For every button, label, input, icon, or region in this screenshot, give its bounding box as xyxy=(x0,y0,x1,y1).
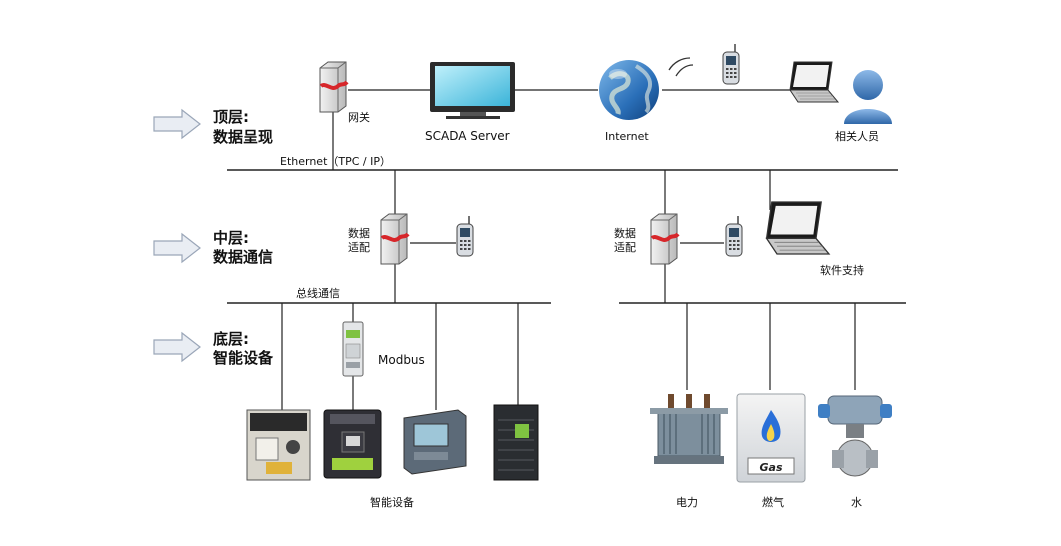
tier-top: 顶层: 数据呈现 xyxy=(153,108,273,146)
adapter-left-label-1: 数据 xyxy=(348,226,370,240)
gas-label: 燃气 xyxy=(762,495,784,509)
water-valve-icon xyxy=(818,395,892,477)
power-meter-icon xyxy=(403,409,467,475)
scada-label: SCADA Server xyxy=(425,129,510,143)
software-laptop-icon xyxy=(765,201,830,255)
adapter-right-server-icon xyxy=(649,212,680,266)
modbus-module-icon xyxy=(342,321,364,377)
modbus-label: Modbus xyxy=(378,353,425,367)
globe-icon xyxy=(599,60,659,120)
tier-arrow-icon xyxy=(153,332,201,362)
air-circuit-breaker-icon xyxy=(246,409,311,481)
tier-middle-title: 中层: xyxy=(213,229,249,247)
gateway-label: 网关 xyxy=(348,110,370,124)
tier-middle-subtitle: 数据通信 xyxy=(213,248,273,266)
mobile-phone-icon xyxy=(722,43,740,85)
adapter-right-label-2: 适配 xyxy=(614,241,636,254)
bus-label: 总线通信 xyxy=(296,286,340,300)
adapter-right-label-1: 数据 xyxy=(614,226,636,240)
scada-monitor-icon xyxy=(430,62,515,119)
adapter-left-label-2: 适配 xyxy=(348,241,370,254)
power-label: 电力 xyxy=(676,496,698,509)
devices-label: 智能设备 xyxy=(370,495,414,509)
tier-arrow-icon xyxy=(153,109,201,139)
person-icon xyxy=(844,70,892,124)
tier-middle: 中层: 数据通信 xyxy=(153,229,273,266)
laptop-icon xyxy=(789,61,839,103)
people-label: 相关人员 xyxy=(835,129,879,143)
tier-top-title: 顶层: xyxy=(213,108,249,126)
transformer-icon xyxy=(650,394,728,464)
water-label: 水 xyxy=(851,496,862,509)
tier-arrow-icon xyxy=(153,233,201,263)
mobile-phone-icon xyxy=(456,215,474,257)
ethernet-label: Ethernet（TPC / IP） xyxy=(280,155,391,168)
inverter-drive-icon xyxy=(493,404,539,481)
gateway-server-icon xyxy=(318,60,349,114)
tier-top-subtitle: 数据呈现 xyxy=(213,128,273,146)
software-label: 软件支持 xyxy=(820,263,864,277)
tier-bottom-subtitle: 智能设备 xyxy=(213,349,274,367)
internet-label: Internet xyxy=(605,130,649,143)
mobile-phone-icon xyxy=(725,215,743,257)
tier-bottom-title: 底层: xyxy=(213,330,249,348)
adapter-left-server-icon xyxy=(379,212,410,266)
molded-case-breaker-icon xyxy=(323,409,382,479)
tier-bottom: 底层: 智能设备 xyxy=(153,330,274,367)
gas-meter-text: Gas xyxy=(760,461,783,474)
wireless-signal-icon xyxy=(668,57,694,77)
gas-flame-icon: Gas xyxy=(736,393,806,483)
